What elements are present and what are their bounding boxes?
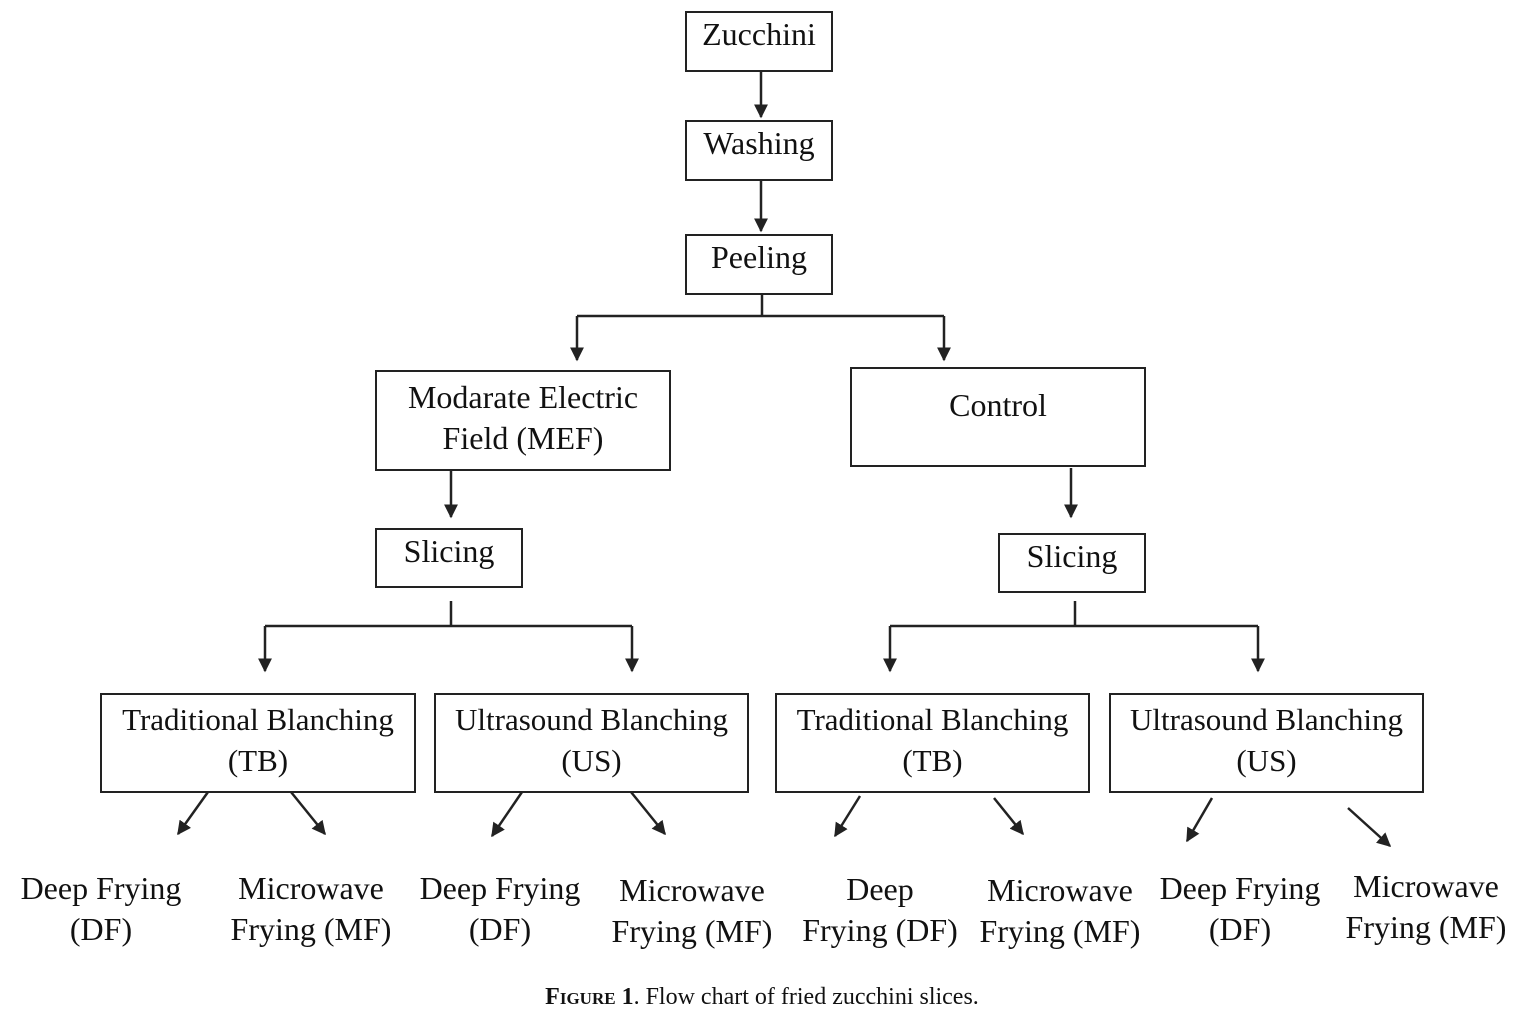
node-us-right: Ultrasound Blanching (US) [1109,693,1424,793]
node-us-left-line2: (US) [561,743,622,778]
arrow-tb-left-df [176,791,210,836]
outcome-deep-frying-4: Deep Frying (DF) [1160,868,1321,950]
outcome-deep-frying-3-line1: Deep [846,871,914,907]
node-tb-right-line1: Traditional Blanching [796,702,1069,737]
figure-caption: Figure 1. Flow chart of fried zucchini s… [0,982,1524,1012]
arrow-tb-right-df [833,795,862,838]
outcome-deep-frying-2-line2: (DF) [468,911,532,947]
outcome-deep-frying-4-line2: (DF) [1208,911,1272,947]
node-peeling-label: Peeling [711,239,807,275]
arrow-us-left-mf [630,791,666,836]
outcome-microwave-frying-3-line1: Microwave [987,872,1133,908]
node-zucchini-label: Zucchini [702,16,816,52]
outcome-deep-frying-1: Deep Frying (DF) [21,868,182,950]
arrow-tb-left-mf [290,791,326,836]
arrow-tb-right-mf [993,797,1024,836]
outcome-microwave-frying-2-line2: Frying (MF) [611,913,773,949]
outcome-deep-frying-3-line2: Frying (DF) [802,912,958,948]
node-slicing-left-label: Slicing [403,532,495,569]
outcome-microwave-frying-4-line1: Microwave [1353,868,1499,904]
outcome-microwave-frying-4-line2: Frying (MF) [1345,909,1507,945]
node-slicing-left: Slicing [375,528,523,588]
outcome-deep-frying-1-line1: Deep Frying [20,870,182,906]
outcome-deep-frying-2: Deep Frying (DF) [420,868,581,950]
outcome-microwave-frying-1: Microwave Frying (MF) [231,868,392,950]
arrow-us-left-df [490,791,524,838]
node-tb-right-line2: (TB) [902,743,963,778]
node-zucchini: Zucchini [685,11,833,72]
outcome-microwave-frying-3-line2: Frying (MF) [979,913,1141,949]
outcome-microwave-frying-2-line1: Microwave [619,872,765,908]
node-slicing-right: Slicing [998,533,1146,593]
node-washing: Washing [685,120,833,181]
node-peeling: Peeling [685,234,833,295]
outcome-microwave-frying-2: Microwave Frying (MF) [612,870,773,952]
node-us-right-line1: Ultrasound Blanching [1130,702,1403,737]
outcome-deep-frying-4-line1: Deep Frying [1159,870,1321,906]
arrow-us-right-df [1185,797,1214,843]
figure-caption-number: 1 [621,984,634,1010]
outcome-deep-frying-1-line2: (DF) [69,911,133,947]
figure-caption-label: Figure [545,984,616,1010]
node-tb-left: Traditional Blanching (TB) [100,693,416,793]
node-mef: Modarate Electric Field (MEF) [375,370,671,471]
node-us-left: Ultrasound Blanching (US) [434,693,749,793]
outcome-microwave-frying-4: Microwave Frying (MF) [1346,866,1507,948]
outcome-microwave-frying-1-line1: Microwave [238,870,384,906]
arrow-us-right-mf [1347,807,1392,847]
node-washing-label: Washing [703,125,815,161]
outcome-deep-frying-3: Deep Frying (DF) [802,869,958,951]
node-slicing-right-label: Slicing [1026,537,1118,574]
node-tb-left-line2: (TB) [227,743,289,778]
outcome-microwave-frying-3: Microwave Frying (MF) [980,870,1141,952]
node-control-label: Control [949,387,1047,423]
node-control: Control [850,367,1146,467]
node-mef-line2: Field (MEF) [442,419,604,456]
node-tb-left-line1: Traditional Blanching [122,702,394,737]
figure-caption-text: . Flow chart of fried zucchini slices. [633,984,979,1010]
node-mef-line1: Modarate Electric [407,378,639,415]
node-us-left-line1: Ultrasound Blanching [455,702,728,737]
outcome-deep-frying-2-line1: Deep Frying [419,870,581,906]
node-us-right-line2: (US) [1236,743,1297,778]
node-tb-right: Traditional Blanching (TB) [775,693,1090,793]
outcome-microwave-frying-1-line2: Frying (MF) [230,911,392,947]
